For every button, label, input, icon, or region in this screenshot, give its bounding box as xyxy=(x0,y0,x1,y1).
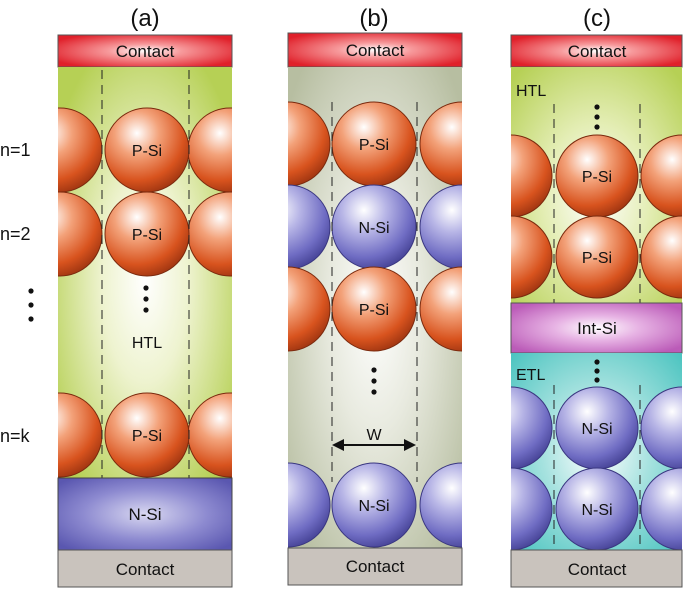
n-si-label: N-Si xyxy=(581,421,612,438)
n-si-label: N-Si xyxy=(128,505,161,524)
side-p-si-sphere xyxy=(187,392,232,478)
side-p-si-sphere xyxy=(511,134,553,218)
width-label: W xyxy=(366,427,382,444)
ellipsis-dots xyxy=(371,367,377,395)
p-si-sphere xyxy=(104,191,190,277)
side-p-si-sphere xyxy=(640,134,682,218)
n-si-label: N-Si xyxy=(581,502,612,519)
p-si-label: P-Si xyxy=(582,250,612,267)
p-si-label: P-Si xyxy=(582,169,612,186)
contact-bottom-b xyxy=(287,547,463,586)
side-p-si-sphere xyxy=(419,266,462,352)
contact-top-a xyxy=(57,34,233,68)
n-si-label: N-Si xyxy=(358,498,389,515)
side-p-si-sphere xyxy=(58,107,103,193)
panel-label-c: (c) xyxy=(583,5,611,32)
p-si-sphere xyxy=(331,266,417,352)
int-si-layer xyxy=(510,302,683,354)
row-label-n2: n=2 xyxy=(0,224,31,244)
p-si-label: P-Si xyxy=(359,137,389,154)
contact-bottom-c xyxy=(510,549,683,588)
side-n-si-sphere xyxy=(511,386,553,470)
side-p-si-sphere xyxy=(288,101,331,187)
side-n-si-sphere xyxy=(288,184,331,270)
side-p-si-sphere xyxy=(187,191,232,277)
n-si-label: N-Si xyxy=(358,220,389,237)
row-ellipsis-dots xyxy=(28,288,34,322)
p-si-label: P-Si xyxy=(132,143,162,160)
p-si-label: P-Si xyxy=(132,227,162,244)
side-p-si-sphere xyxy=(640,215,682,299)
side-p-si-sphere xyxy=(58,191,103,277)
width-arrow xyxy=(332,439,416,451)
contact-label: Contact xyxy=(568,560,627,579)
side-n-si-sphere xyxy=(419,462,462,548)
panel-label-a: (a) xyxy=(130,5,159,32)
etl-label: ETL xyxy=(516,367,545,384)
ellipsis-dots xyxy=(143,285,149,313)
contact-label: Contact xyxy=(568,42,627,61)
side-p-si-sphere xyxy=(187,107,232,193)
side-n-si-sphere xyxy=(640,386,682,470)
contact-label: Contact xyxy=(116,560,175,579)
htl-label: HTL xyxy=(132,335,162,352)
panel-label-b: (b) xyxy=(359,5,388,32)
side-n-si-sphere xyxy=(511,467,553,550)
contact-label: Contact xyxy=(346,557,405,576)
contact-label: Contact xyxy=(346,41,405,60)
p-si-sphere xyxy=(555,215,639,299)
side-p-si-sphere xyxy=(58,392,103,478)
side-p-si-sphere xyxy=(511,215,553,299)
side-n-si-sphere xyxy=(419,184,462,270)
contact-bottom-a xyxy=(57,549,233,588)
side-p-si-sphere xyxy=(419,101,462,187)
int-si-label: Int-Si xyxy=(577,319,617,338)
contact-top-c xyxy=(510,34,683,68)
contact-label: Contact xyxy=(116,42,175,61)
ellipsis-dots xyxy=(594,104,600,130)
p-si-label: P-Si xyxy=(132,428,162,445)
row-label-nk: n=k xyxy=(0,426,31,446)
side-n-si-sphere xyxy=(288,462,331,548)
side-n-si-sphere xyxy=(640,467,682,550)
row-label-n1: n=1 xyxy=(0,140,31,160)
htl-label: HTL xyxy=(516,83,546,100)
side-p-si-sphere xyxy=(288,266,331,352)
n-si-sphere xyxy=(331,462,417,548)
ellipsis-dots xyxy=(594,359,600,383)
p-si-label: P-Si xyxy=(359,302,389,319)
